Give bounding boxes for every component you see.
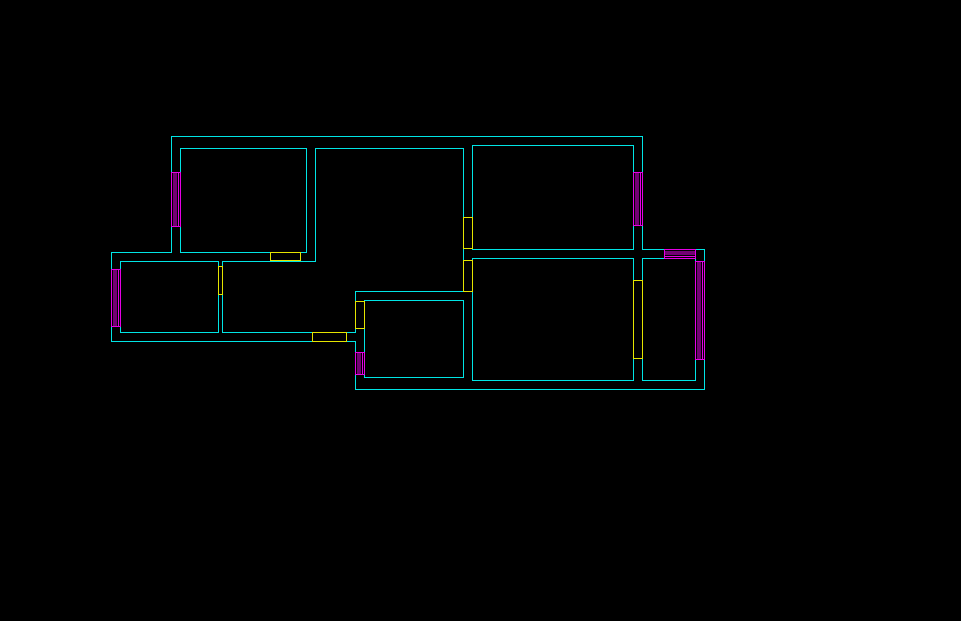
window-northeast <box>633 172 643 226</box>
door-south-corridor <box>312 332 347 342</box>
door-southeast-main <box>463 260 473 292</box>
window-northwest <box>171 172 181 227</box>
window-west <box>111 269 121 327</box>
room-bathroom <box>364 300 464 378</box>
door-northwest-bedroom <box>270 252 301 261</box>
door-northeast-bedroom <box>463 217 473 249</box>
windows <box>111 172 705 375</box>
door-west-small <box>218 266 223 295</box>
door-east-balcony <box>633 280 643 359</box>
window-balcony-east <box>695 261 705 360</box>
window-bathroom <box>355 352 365 375</box>
window-balcony-north <box>664 249 696 259</box>
door-bathroom <box>355 301 365 329</box>
doors <box>218 217 643 359</box>
room-central-hall <box>222 148 464 333</box>
